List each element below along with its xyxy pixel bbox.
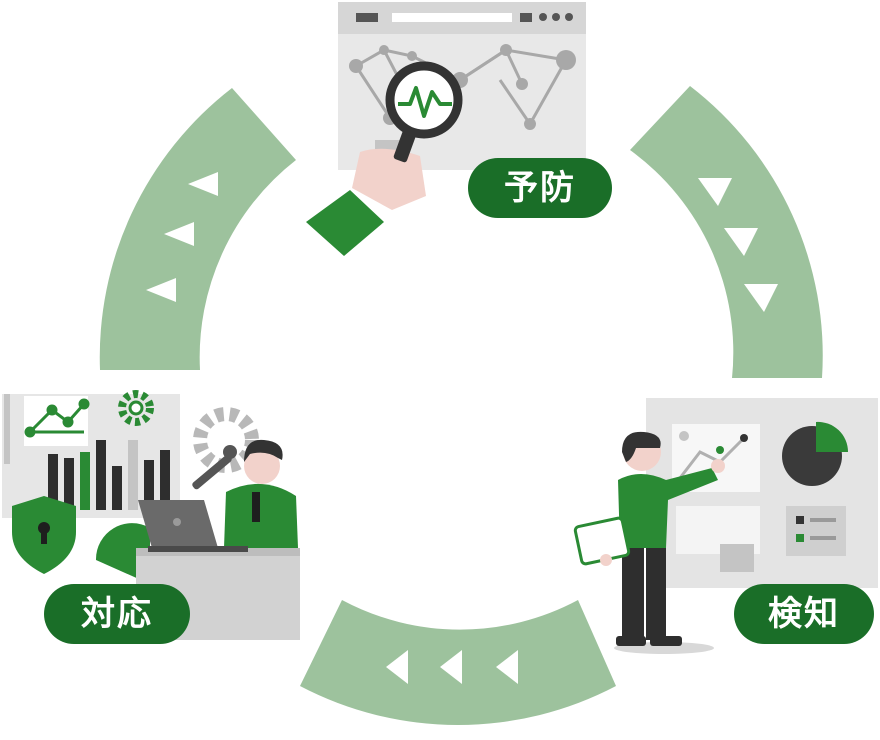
arc-arrow-icon: [146, 278, 176, 302]
arc-arrow-icon: [440, 650, 462, 684]
stage-label-prevent: 予防: [468, 158, 612, 218]
gear-icon: [193, 407, 259, 473]
laptop-icon: [138, 500, 248, 552]
hand: [352, 148, 426, 210]
stage-label-detect: 検知: [734, 584, 874, 644]
arc-arrow-icon: [496, 650, 518, 684]
cycle-arc-right: [630, 86, 823, 378]
green-sleeve: [306, 190, 384, 256]
arc-arrow-icon: [744, 284, 778, 312]
bar-chart-icon: [48, 440, 170, 510]
arc-arrow-icon: [724, 228, 758, 256]
shield-lock-icon: [12, 496, 76, 574]
detect-illustration: [573, 398, 878, 654]
support-person: [224, 439, 298, 548]
arc-arrow-icon: [188, 172, 218, 196]
stage-label-respond: 対応: [44, 584, 190, 644]
cycle-arc-bottom: [300, 600, 616, 725]
wrench-icon: [192, 445, 237, 490]
arc-arrow-icon: [164, 222, 194, 246]
prevent-illustration: [306, 2, 586, 256]
arc-arrow-icon: [386, 650, 408, 684]
network-graph-icon: [24, 398, 90, 438]
analyst-person: [573, 431, 725, 654]
gear-icon: [118, 390, 154, 426]
arc-arrow-icon: [698, 178, 732, 206]
magnifier-icon: [385, 61, 463, 163]
respond-illustration: [2, 390, 300, 640]
cycle-arc-top-left: [99, 88, 296, 370]
pie-chart-icon: [782, 421, 849, 486]
